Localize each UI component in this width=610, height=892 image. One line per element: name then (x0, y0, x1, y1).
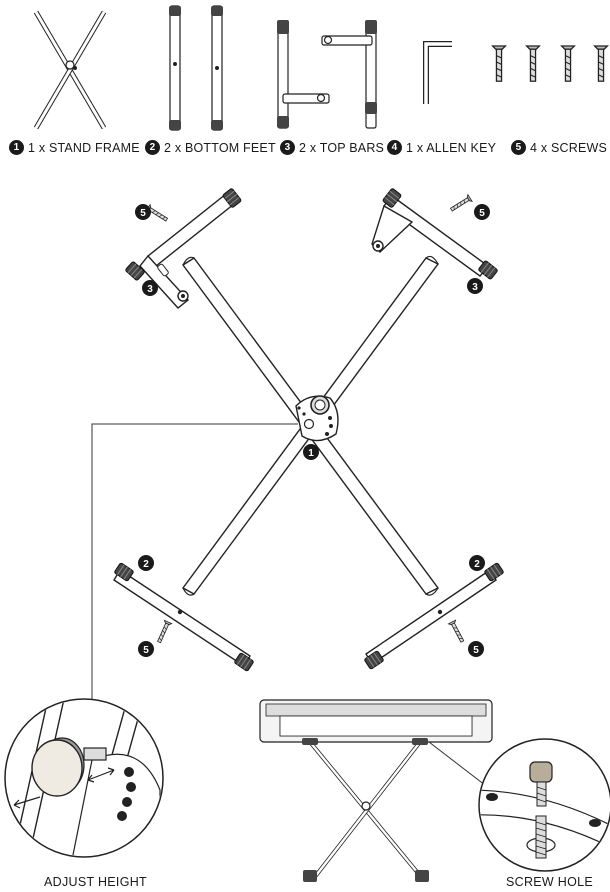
screw-hole-label: SCREW HOLE (506, 875, 594, 889)
stand-frame (181, 255, 440, 596)
svg-text:3: 3 (472, 282, 478, 293)
callout-foot-right: 2 (469, 555, 485, 571)
adjust-height-detail (4, 698, 164, 858)
part-caption-stand-frame: 1 1 x STAND FRAME (9, 140, 140, 155)
part-label: 4 x SCREWS (530, 140, 608, 155)
part-top-bars-icon (277, 20, 377, 129)
screw-top-right-icon (448, 194, 473, 214)
part-number-badge: 4 (387, 140, 402, 155)
adjust-height-label: ADJUST HEIGHT (44, 875, 147, 889)
foot-right (363, 562, 505, 670)
part-caption-allen-key: 4 1 x ALLEN KEY (387, 140, 496, 155)
part-label: 2 x TOP BARS (299, 140, 385, 155)
screw-bottom-left-icon (154, 619, 173, 645)
part-label: 1 x ALLEN KEY (406, 140, 497, 155)
screw-hole-detail (478, 738, 610, 872)
top-bar-right (371, 187, 499, 281)
part-caption-screws: 5 4 x SCREWS (511, 140, 607, 155)
part-number-badge: 1 (9, 140, 24, 155)
assembled-keyboard-stand (259, 699, 493, 882)
part-caption-bottom-feet: 2 2 x BOTTOM FEET (145, 140, 276, 155)
part-caption-top-bars: 3 2 x TOP BARS (280, 140, 384, 155)
callout-screw-top-right: 5 (474, 204, 490, 220)
svg-text:5: 5 (140, 208, 146, 219)
part-number-badge: 2 (145, 140, 160, 155)
part-number-badge: 3 (280, 140, 295, 155)
callout-screw-top-left: 5 (135, 204, 151, 220)
top-bar-left (124, 187, 243, 309)
callout-screw-bottom-left: 5 (138, 641, 154, 657)
svg-text:5: 5 (479, 208, 485, 219)
part-bottom-feet-icon (169, 5, 223, 131)
callout-top-bar-right: 3 (467, 278, 483, 294)
part-number-badge: 5 (511, 140, 526, 155)
part-label: 2 x BOTTOM FEET (164, 140, 276, 155)
svg-text:5: 5 (143, 645, 149, 656)
screw-bottom-right-icon (448, 619, 467, 644)
part-screws-icon (491, 45, 609, 82)
callout-screw-bottom-right: 5 (468, 641, 484, 657)
svg-text:2: 2 (143, 559, 149, 570)
svg-text:1: 1 (308, 448, 314, 459)
callout-frame: 1 (303, 444, 319, 460)
callout-foot-left: 2 (138, 555, 154, 571)
svg-text:5: 5 (473, 645, 479, 656)
foot-left (113, 562, 255, 672)
callout-top-bar-left: 3 (142, 280, 158, 296)
callout-badges: 3 3 5 5 1 2 2 5 5 (135, 204, 490, 657)
part-label: 1 x STAND FRAME (28, 140, 140, 155)
svg-text:3: 3 (147, 284, 153, 295)
part-stand-frame-icon (33, 10, 107, 130)
part-allen-key-icon (423, 41, 452, 104)
svg-text:2: 2 (474, 559, 480, 570)
